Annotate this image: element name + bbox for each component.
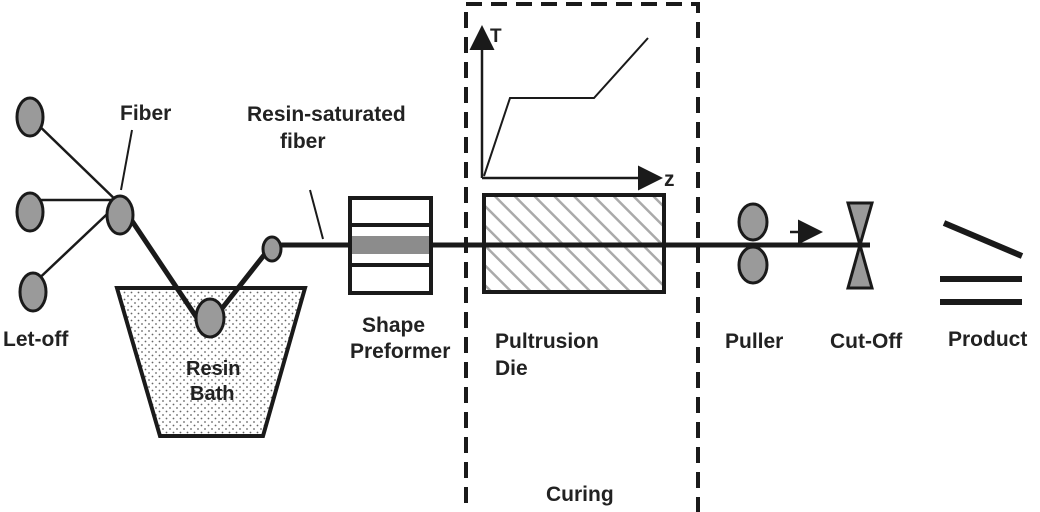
guide-roller-entry	[105, 194, 135, 236]
label-let-off: Let-off	[3, 328, 69, 351]
guide-roller-exit	[261, 235, 283, 263]
resin-bath-tank	[114, 286, 308, 438]
label-puller: Puller	[725, 330, 783, 353]
label-shape-preformer-line1: Shape	[362, 314, 425, 337]
label-product: Product	[948, 328, 1027, 351]
puller-roller-bottom	[737, 245, 769, 285]
label-resin-saturated-line1: Resin-saturated	[247, 103, 406, 126]
label-axis-z: z	[664, 168, 675, 191]
fiber-strand-top	[29, 116, 123, 207]
let-off-spool-top	[15, 96, 45, 138]
label-fiber: Fiber	[120, 102, 171, 125]
label-curing: Curing	[546, 483, 614, 506]
fiber-pointer	[120, 129, 133, 191]
label-pultrusion-die-line1: Pultrusion	[495, 330, 599, 353]
product-piece-tilted	[942, 220, 1024, 259]
resin-saturated-pointer	[309, 189, 324, 240]
curing-zone-box	[464, 2, 700, 512]
shape-preformer-channel	[352, 236, 429, 254]
puller-roller-top	[737, 202, 769, 242]
label-resin-bath-line2: Bath	[190, 383, 234, 405]
let-off-spool-bottom	[18, 271, 48, 313]
label-cut-off: Cut-Off	[830, 330, 903, 353]
label-pultrusion-die-line2: Die	[495, 357, 528, 380]
label-resin-saturated-line2: fiber	[280, 130, 326, 153]
label-resin-bath-line1: Resin	[186, 358, 240, 380]
label-shape-preformer-line2: Preformer	[350, 340, 450, 363]
cut-off-blade-top	[846, 201, 874, 251]
guide-roller-bath	[194, 297, 226, 339]
label-axis-t: T	[490, 26, 502, 47]
let-off-spool-middle	[15, 191, 45, 233]
cut-off-blade-bottom	[846, 239, 874, 290]
temperature-profile-curve	[483, 37, 649, 177]
